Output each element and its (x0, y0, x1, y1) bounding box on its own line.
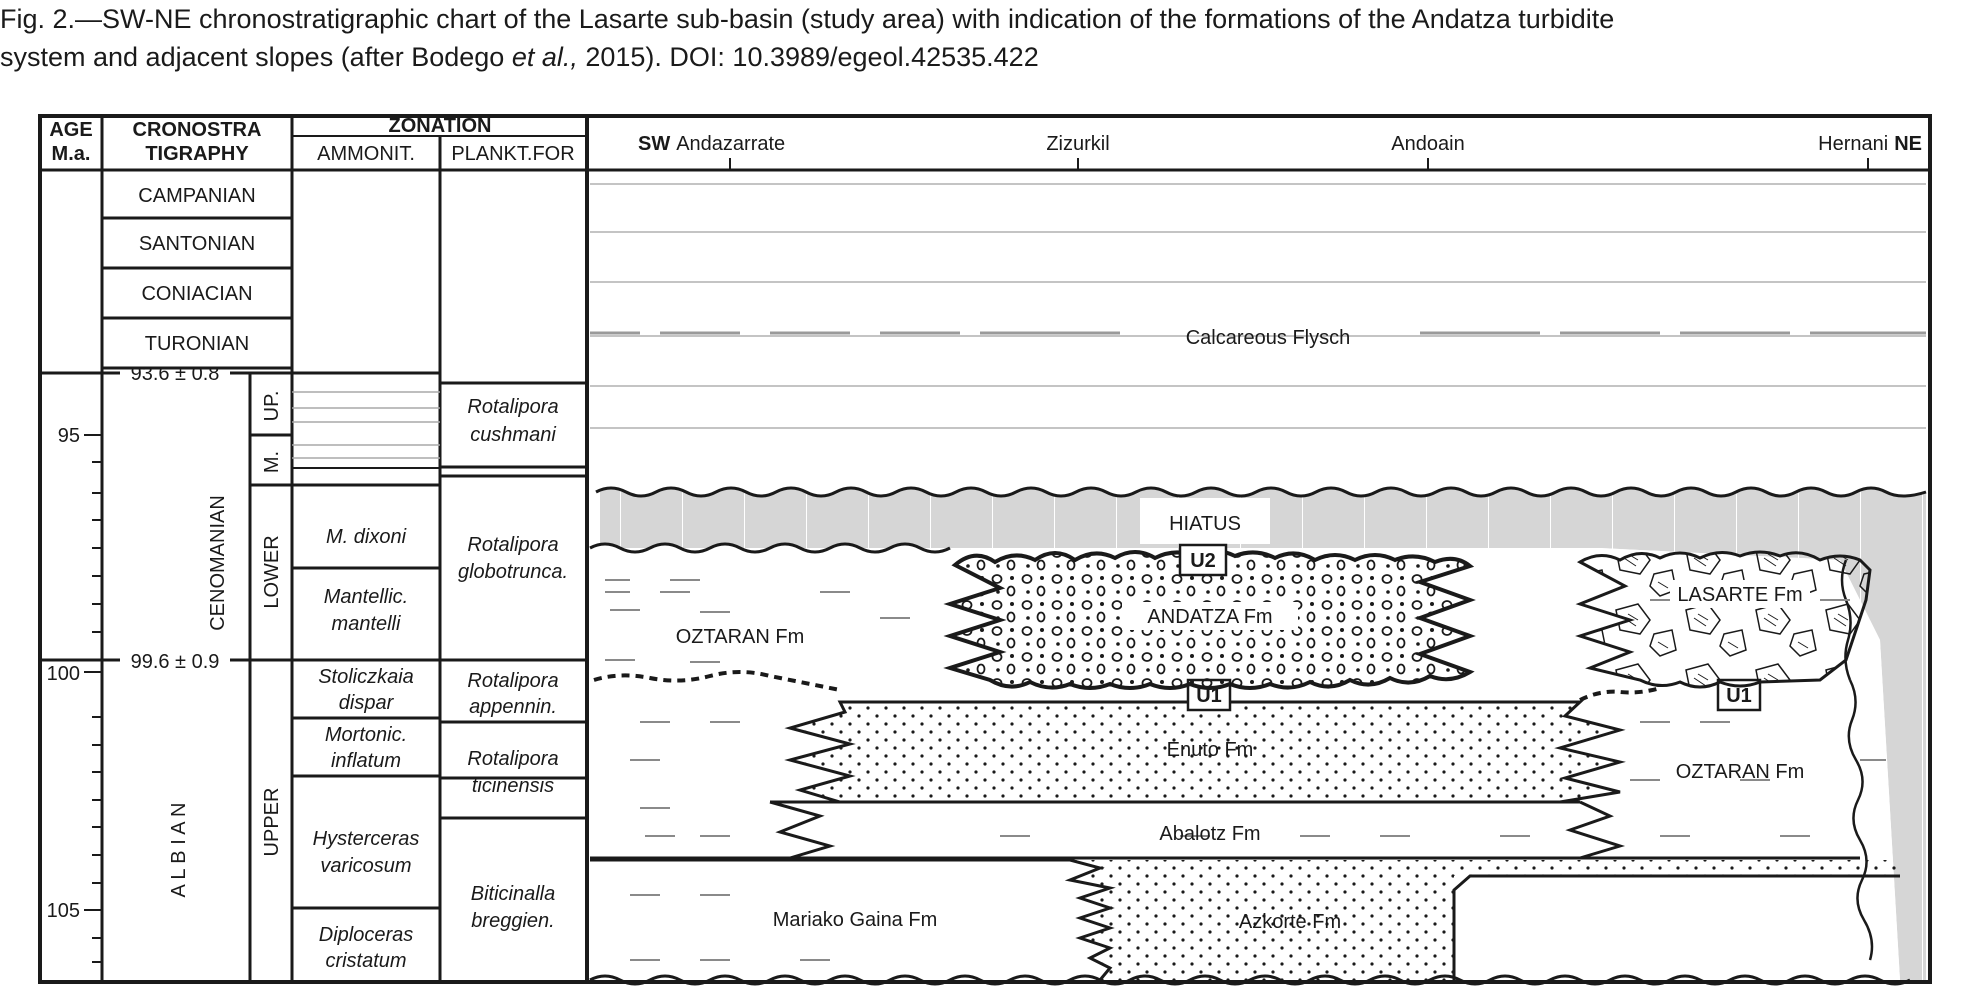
chrono-header-2: TIGRAPHY (145, 143, 249, 165)
caption-text-tail: 2015). DOI: 10.3989/egeol.42535.422 (577, 42, 1039, 72)
ammonite-varicosum-2: varicosum (320, 855, 411, 877)
foram-cushmani-1: Rotalipora (467, 396, 558, 418)
u1-label-center: U1 (1196, 685, 1222, 707)
stage-campanian: CAMPANIAN (138, 185, 255, 207)
ammonite-dispar-2: dispar (339, 692, 395, 714)
oztaran-fm-west: OZTARAN Fm (676, 626, 805, 648)
enuto-fm: Enuto Fm (1167, 739, 1254, 761)
ammonite-dispar-1: Stoliczkaia (318, 666, 414, 688)
stage-santonian: SANTONIAN (139, 233, 255, 255)
zonation-header: ZONATION (389, 115, 492, 137)
sw-text: SW (638, 133, 670, 155)
ammonite-inflatum-2: inflatum (331, 750, 401, 772)
hiatus-label: HIATUS (1169, 513, 1241, 535)
foram-ticinensis-1: Rotalipora (467, 748, 558, 770)
ammonite-cristatum-1: Diploceras (319, 924, 413, 946)
mariako-gaina-fm: Mariako Gaina Fm (773, 909, 938, 931)
ammonite-mantelli-1: Mantellic. (324, 586, 408, 608)
foram-ticinensis-2: ticinensis (472, 775, 554, 797)
foram-globotrunca-1: Rotalipora (467, 534, 558, 556)
ammonite-varicosum-1: Hysterceras (313, 828, 420, 850)
age-header: AGE (49, 119, 92, 141)
stage-coniacian: CONIACIAN (141, 283, 252, 305)
age-105: 105 (47, 900, 80, 922)
ammonite-mantelli-2: mantelli (332, 613, 401, 635)
substage-lower-cenomanian: LOWER (261, 535, 283, 608)
stage-albian: A L B I A N (168, 803, 190, 898)
andatza-fm: ANDATZA Fm (1147, 606, 1272, 628)
sw-label: SW Andazarrate (638, 133, 785, 155)
oztaran-fm-east: OZTARAN Fm (1676, 761, 1805, 783)
foram-appennin-1: Rotalipora (467, 670, 558, 692)
ammonite-dixoni: M. dixoni (326, 526, 407, 548)
figure-caption: Fig. 2.—SW-NE chronostratigraphic chart … (0, 0, 1967, 90)
andoain-label: Andoain (1391, 133, 1464, 155)
stage-cenomanian: CENOMANIAN (207, 495, 229, 631)
lasarte-fm: LASARTE Fm (1677, 584, 1802, 606)
ammonite-cristatum-2: cristatum (325, 950, 406, 972)
caption-line-2: system and adjacent slopes (after Bodego… (0, 38, 1967, 76)
age-unit: M.a. (52, 143, 91, 165)
foram-appennin-2: appennin. (469, 696, 557, 718)
substage-middle-cenomanian: M. (261, 451, 283, 473)
andazarrate-label: Andazarrate (676, 133, 785, 155)
azkorte-fm: Azkorte Fm (1239, 911, 1341, 933)
hernani-text: Hernani (1818, 133, 1888, 155)
u2-label: U2 (1190, 550, 1216, 572)
caption-line-1: Fig. 2.—SW-NE chronostratigraphic chart … (0, 4, 1615, 34)
foram-globotrunca-2: globotrunca. (458, 561, 568, 583)
age-100: 100 (47, 663, 80, 685)
u1-label-east: U1 (1726, 685, 1752, 707)
hernani-label: Hernani NE (1818, 133, 1922, 155)
chrono-header: CRONOSTRA (133, 119, 262, 141)
foram-breggien-1: Biticinalla (471, 883, 555, 905)
substage-upper-albian: UPPER (261, 788, 283, 857)
age-95: 95 (58, 425, 80, 447)
foram-breggien-2: breggien. (471, 910, 554, 932)
stage-turonian: TURONIAN (145, 333, 249, 355)
caption-text: system and adjacent slopes (after Bodego (0, 42, 512, 72)
foram-header: PLANKT.FOR (451, 143, 574, 165)
ne-text: NE (1894, 133, 1922, 155)
ammonite-inflatum-1: Mortonic. (325, 724, 407, 746)
abalotz-fm: Abalotz Fm (1159, 823, 1260, 845)
date-99-6: 99.6 ± 0.9 (131, 651, 220, 673)
calcareous-flysch: Calcareous Flysch (1186, 327, 1351, 349)
caption-italic: et al., (511, 42, 578, 72)
ammonite-header: AMMONIT. (317, 143, 415, 165)
substage-upper-cenomanian: UP. (261, 391, 283, 422)
zizurkil-label: Zizurkil (1046, 133, 1109, 155)
foram-cushmani-2: cushmani (470, 424, 556, 446)
